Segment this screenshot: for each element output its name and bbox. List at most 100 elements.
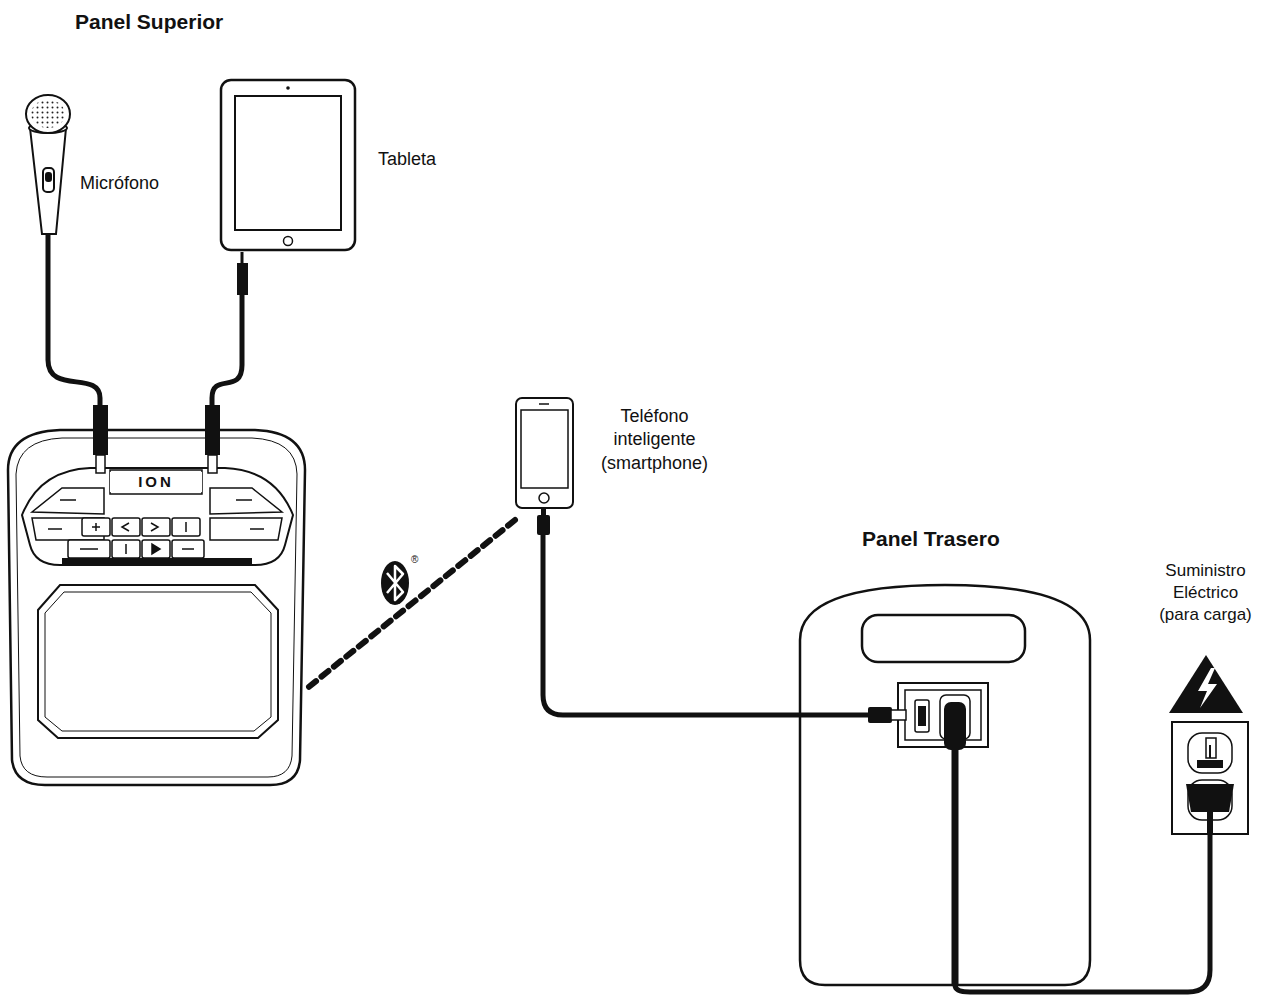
- warning-sign: [1169, 655, 1243, 713]
- speaker-top-panel: [210, 488, 282, 514]
- speaker-top-panel: [8, 405, 305, 785]
- speaker-top-panel: [208, 455, 217, 473]
- smartphone: [537, 515, 550, 535]
- tablet: [235, 96, 341, 230]
- microphone-node: Micrófono: [22, 95, 78, 240]
- bluetooth-link: [305, 520, 515, 690]
- speaker-top-panel: [60, 499, 76, 501]
- registered-mark: ®: [411, 553, 418, 566]
- wall-outlet: [1197, 760, 1223, 768]
- node-label: ION: [110, 472, 202, 492]
- speaker-top-panel: [96, 455, 105, 473]
- smartphone: [516, 398, 573, 535]
- speaker-rear-panel: [915, 700, 929, 732]
- outlet-node: Suministro Eléctrico (para carga): [1170, 720, 1250, 835]
- bluetooth-symbol: [381, 561, 409, 605]
- top-panel-node: ION: [8, 405, 305, 785]
- tablet: [284, 237, 293, 246]
- speaker-top-panel: [16, 438, 297, 777]
- speaker-rear-panel: [944, 702, 966, 750]
- speaker-top-panel: [185, 522, 187, 532]
- wall-outlet: [1188, 733, 1232, 773]
- tablet: [286, 86, 290, 90]
- smartphone-node: Teléfono inteligente (smartphone): [515, 397, 573, 535]
- speaker-rear-panel: [800, 585, 1090, 985]
- bluetooth-symbol: [387, 566, 403, 600]
- speaker-rear-panel: [800, 585, 1090, 985]
- bluetooth-symbol: [381, 561, 409, 605]
- tablet: [237, 263, 248, 295]
- tablet-node: Tableta: [220, 78, 356, 295]
- speaker-top-panel: [210, 518, 282, 540]
- speaker-top-panel: [8, 430, 305, 785]
- cable: [212, 295, 242, 405]
- microphone: [26, 95, 70, 240]
- smartphone: [539, 493, 549, 503]
- speaker-top-panel: [172, 540, 204, 558]
- speaker-top-panel: [122, 523, 129, 531]
- tablet: [221, 80, 355, 295]
- speaker-top-panel: [112, 540, 140, 558]
- smartphone: [521, 410, 568, 488]
- tablet: [241, 252, 244, 263]
- node-label: Panel Trasero: [862, 525, 1000, 552]
- speaker-rear-panel: [862, 615, 1025, 662]
- wall-outlet: [1207, 812, 1213, 835]
- speaker-top-panel: [32, 488, 104, 514]
- speaker-top-panel: [182, 548, 194, 550]
- speaker-rear-panel: [800, 713, 870, 718]
- speaker-top-panel: [151, 523, 158, 531]
- speaker-top-panel: [142, 540, 170, 558]
- speaker-top-panel: [80, 548, 98, 550]
- cable: [48, 240, 100, 405]
- speaker-top-panel: [152, 544, 160, 554]
- wall-outlet: [1172, 722, 1248, 835]
- speaker-top-panel: [48, 500, 264, 554]
- smartphone: [541, 508, 546, 516]
- wall-outlet: [1186, 784, 1234, 812]
- speaker-top-panel: [250, 528, 264, 530]
- tablet: [221, 80, 355, 250]
- speaker-rear-panel: [952, 745, 959, 985]
- speaker-top-panel: [205, 405, 220, 455]
- wall-outlet: [1172, 722, 1248, 834]
- speaker-top-panel: [112, 518, 140, 536]
- speaker-top-panel: [236, 499, 252, 501]
- microphone: [46, 234, 51, 240]
- speaker-rear-panel: [898, 683, 988, 747]
- wall-outlet: [1206, 738, 1216, 758]
- warning-sign: [1169, 655, 1243, 713]
- panel-heading: Panel Superior: [75, 8, 223, 35]
- speaker-top-panel: [93, 405, 108, 455]
- node-label: Tableta: [378, 148, 436, 171]
- speaker-rear-panel: [891, 710, 906, 720]
- speaker-top-panel: [125, 544, 127, 554]
- speaker-rear-panel: [905, 690, 981, 740]
- speaker-rear-panel: [918, 706, 926, 726]
- microphone: [43, 168, 54, 192]
- speaker-top-panel: [62, 558, 252, 564]
- speaker-top-panel: [95, 523, 97, 531]
- cable: [955, 835, 1210, 992]
- wall-outlet: [1209, 745, 1211, 758]
- speaker-top-panel: [48, 528, 62, 530]
- microphone: [30, 128, 66, 234]
- smartphone: [539, 403, 549, 405]
- smartphone: [516, 398, 573, 508]
- node-label: Suministro Eléctrico (para carga): [1153, 560, 1258, 626]
- microphone: [31, 100, 65, 128]
- speaker-top-panel: [110, 470, 202, 494]
- node-label: Micrófono: [80, 172, 159, 195]
- speaker-top-panel: [68, 540, 110, 558]
- speaker-top-panel: [22, 468, 293, 565]
- cable: [543, 535, 800, 715]
- node-label: Teléfono inteligente (smartphone): [592, 405, 717, 475]
- speaker-rear-panel: [868, 707, 892, 723]
- speaker-top-panel: [45, 592, 271, 731]
- microphone: [26, 95, 70, 133]
- rear-panel-node: Panel Trasero: [800, 585, 1090, 985]
- speaker-top-panel: [82, 518, 110, 536]
